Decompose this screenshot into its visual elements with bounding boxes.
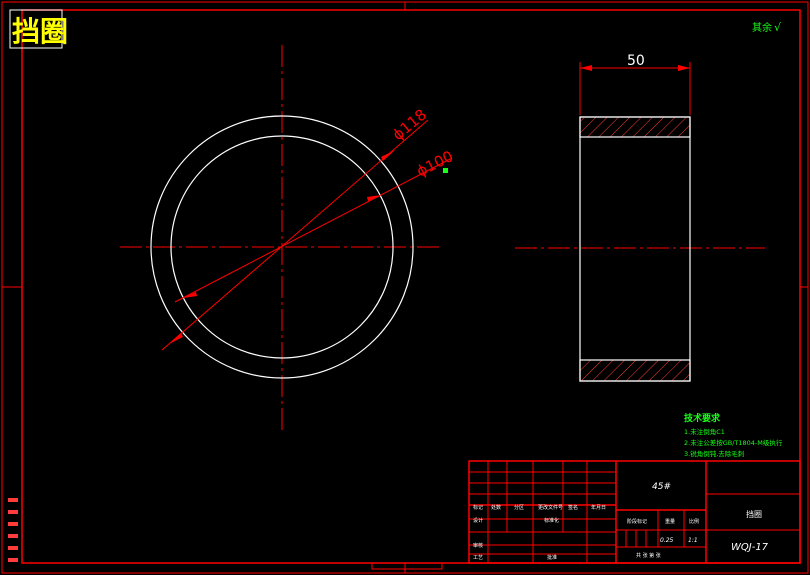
tb-label-stage-mark: 阶段标记: [627, 518, 647, 525]
part-name: 挡圈: [746, 509, 762, 519]
tb-label-signature: 签名: [568, 504, 578, 511]
outer-dim-arrow-low: [169, 333, 183, 344]
tech-req-item-1: 1.未注倒角C1: [684, 427, 725, 436]
sheet-count: 共 张 第 张: [636, 552, 661, 559]
tb-label-mark: 标记: [473, 504, 483, 511]
inner-roughness-marker: [443, 168, 448, 173]
side-outline: [579, 116, 691, 382]
tb-label-process: 工艺: [473, 555, 483, 561]
technical-requirements: 技术要求 1.未注倒角C1 2.未注公差按GB/T1804-M级执行 3.锐角倒…: [684, 412, 783, 458]
tb-label-review: 审核: [473, 542, 483, 549]
tb-label-standardize: 标准化: [544, 517, 559, 524]
title-block: [468, 460, 801, 564]
inner-dim-arrow-high: [367, 195, 381, 201]
inner-circle: [170, 135, 394, 359]
bottom-scale-bar: [371, 562, 443, 570]
title-block-text: 标记 处数 分区 更改文件号 签名 年月日 设计 标准化 审核 工艺 批准 45…: [473, 482, 769, 561]
surface-roughness-note: 其余 √: [752, 21, 782, 34]
side-view: 50: [515, 53, 765, 382]
tb-label-count: 处数: [491, 504, 501, 511]
surface-note-text: 其余: [752, 21, 772, 34]
front-view: ϕ118 ϕ100: [120, 45, 456, 432]
title-stamp-text: 挡圈: [12, 15, 68, 48]
outer-circle: [150, 115, 414, 379]
inner-diameter-label: ϕ100: [414, 147, 457, 181]
inner-border: [21, 9, 801, 564]
width-arrow-right: [678, 65, 690, 71]
outer-diameter-label: ϕ118: [389, 106, 430, 145]
inner-dim-arrow-low: [183, 292, 197, 298]
tb-label-approve: 批准: [547, 554, 557, 561]
section-top-hatch: [579, 116, 691, 138]
tb-label-date: 年月日: [591, 504, 606, 511]
left-margin-marks: [8, 498, 18, 562]
width-arrow-left: [580, 65, 592, 71]
material-value: 45#: [652, 482, 671, 492]
inner-diameter-dim-line: [174, 157, 453, 303]
weight-value: 0.25: [660, 537, 674, 544]
tb-label-weight: 重量: [665, 518, 675, 525]
drawing-number: WQJ-17: [731, 542, 769, 553]
tech-req-heading: 技术要求: [684, 412, 721, 424]
title-stamp: 挡圈: [9, 9, 68, 49]
scale-value: 1:1: [688, 537, 698, 544]
tb-label-change-doc: 更改文件号: [538, 504, 563, 511]
tb-label-scale: 比例: [689, 518, 699, 525]
section-bottom-hatch: [579, 359, 691, 382]
width-label: 50: [627, 53, 645, 69]
tech-req-item-3: 3.锐角倒钝,去除毛刺: [684, 449, 744, 458]
tb-label-zone: 分区: [514, 504, 524, 511]
tb-label-designer: 设计: [473, 517, 483, 524]
tech-req-item-2: 2.未注公差按GB/T1804-M级执行: [684, 438, 783, 447]
surface-symbol: √: [774, 21, 782, 34]
outer-dim-arrow-high: [381, 150, 395, 161]
